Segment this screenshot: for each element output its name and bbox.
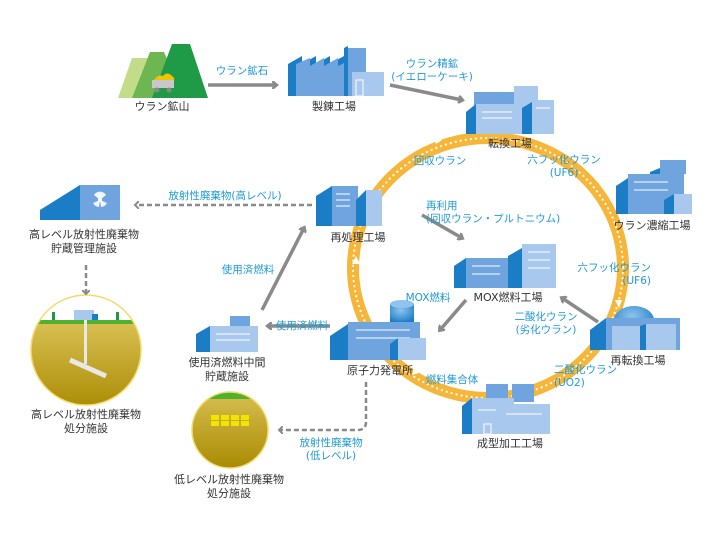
arrow-mox-to-powerplant	[440, 298, 468, 330]
flow-yellowcake: ウラン精鉱 (イエローケーキ)	[391, 58, 473, 84]
arrow-refinery-to-conversion	[389, 83, 462, 100]
label-reprocessing: 再処理工場	[330, 231, 386, 244]
flow-line: 放射性廃棄物	[299, 437, 363, 449]
arrow-storage-to-reprocessing	[260, 228, 304, 311]
label-line: 処分施設	[207, 487, 251, 500]
flow-spent-fuel-reprocessing: 使用済燃料	[221, 264, 275, 276]
flow-line: ウラン精鉱	[405, 58, 459, 70]
flow-uf6-2: 六フッ化ウラン (UF6)	[578, 262, 652, 288]
flow-uranium-ore: ウラン鉱石	[215, 65, 269, 77]
label-power-plant: 原子力発電所	[347, 364, 413, 377]
label-line: 処分施設	[64, 422, 108, 435]
flow-line: 六フッ化ウラン	[527, 154, 601, 166]
flow-spent-fuel-storage: 使用済燃料	[275, 320, 329, 332]
reconversion-plant-icon	[590, 306, 680, 350]
flow-depleted-uo2: 二酸化ウラン (劣化ウラン)	[515, 311, 578, 337]
flow-llw: 放射性廃棄物 (低レベル)	[300, 437, 363, 463]
reprocessing-plant-icon	[316, 186, 382, 226]
flow-line: (UO2)	[554, 377, 585, 389]
label-uranium-mine: ウラン鉱山	[134, 100, 190, 113]
flow-uf6-1: 六フッ化ウラン (UF6)	[527, 154, 601, 180]
label-refinery: 製錬工場	[312, 100, 356, 113]
ring-arrowhead-icon	[615, 300, 622, 308]
arrow-reprocessing-to-mox	[421, 213, 462, 238]
flow-reuse: 再利用 (回収ウラン・プルトニウム)	[426, 200, 560, 226]
label-llw-disposal: 低レベル放射性廃棄物 処分施設	[174, 473, 284, 501]
interim-storage-icon	[196, 316, 258, 352]
flow-line: 再利用	[426, 200, 458, 212]
enrichment-plant-icon	[616, 160, 692, 214]
flow-fuel-assembly: 燃料集合体	[425, 374, 479, 386]
label-hlw-disposal: 高レベル放射性廃棄物 処分施設	[31, 408, 141, 436]
power-plant-icon	[330, 300, 426, 360]
flow-line: (低レベル)	[305, 450, 357, 462]
llw-disposal-icon	[192, 392, 268, 468]
label-mox-plant: MOX燃料工場	[473, 291, 543, 304]
ring-arrowhead-icon	[609, 152, 616, 160]
label-line: 高レベル放射性廃棄物	[29, 228, 139, 241]
mox-plant-icon	[454, 244, 556, 288]
flow-arrows	[208, 83, 599, 330]
label-line: 低レベル放射性廃棄物	[174, 473, 284, 486]
flow-line: 二酸化ウラン	[554, 364, 617, 376]
flow-uo2: 二酸化ウラン (UO2)	[554, 364, 617, 390]
label-line: 使用済燃料中間	[188, 356, 266, 369]
flow-line: 六フッ化ウラン	[577, 262, 652, 274]
refinery-icon	[288, 46, 384, 97]
ring-arrowhead-icon	[434, 137, 442, 144]
label-reconversion: 再転換工場	[610, 354, 666, 367]
hlw-storage-icon	[40, 185, 120, 220]
fabrication-plant-icon	[462, 384, 550, 435]
label-conversion: 転換工場	[488, 137, 532, 150]
label-enrichment: ウラン濃縮工場	[613, 219, 691, 232]
conversion-plant-icon	[466, 86, 554, 134]
radiation-icon	[93, 191, 107, 207]
flow-line: (UF6)	[622, 275, 651, 287]
label-line: 高レベル放射性廃棄物	[31, 408, 141, 421]
waste-arrows	[86, 205, 368, 430]
label-line: 貯蔵施設	[205, 370, 249, 383]
flow-line: (回収ウラン・プルトニウム)	[426, 213, 561, 225]
flow-mox-fuel: MOX燃料	[405, 292, 451, 304]
flow-recovered-uranium: 回収ウラン	[413, 155, 467, 167]
label-line: 貯蔵管理施設	[51, 242, 117, 255]
flow-line: 二酸化ウラン	[514, 311, 578, 323]
label-interim-storage: 使用済燃料中間 貯蔵施設	[189, 356, 266, 384]
flow-line: (イエローケーキ)	[391, 71, 473, 83]
label-fabrication: 成型加工工場	[477, 437, 543, 450]
flow-line: (劣化ウラン)	[515, 324, 577, 336]
arrow-reconversion-to-mox	[562, 298, 599, 324]
ring-arrowheads	[352, 137, 622, 407]
ring-arrowhead-icon	[566, 400, 574, 407]
arrow-llw-to-disposal	[280, 382, 368, 430]
ring-arrowhead-icon	[412, 368, 419, 375]
flow-hlw: 放射性廃棄物(高レベル)	[168, 190, 282, 202]
label-hlw-storage: 高レベル放射性廃棄物 貯蔵管理施設	[29, 228, 139, 256]
ring-arrowhead-icon	[352, 256, 360, 264]
uranium-mine-icon	[118, 44, 208, 98]
flow-line: (UF6)	[549, 167, 579, 179]
